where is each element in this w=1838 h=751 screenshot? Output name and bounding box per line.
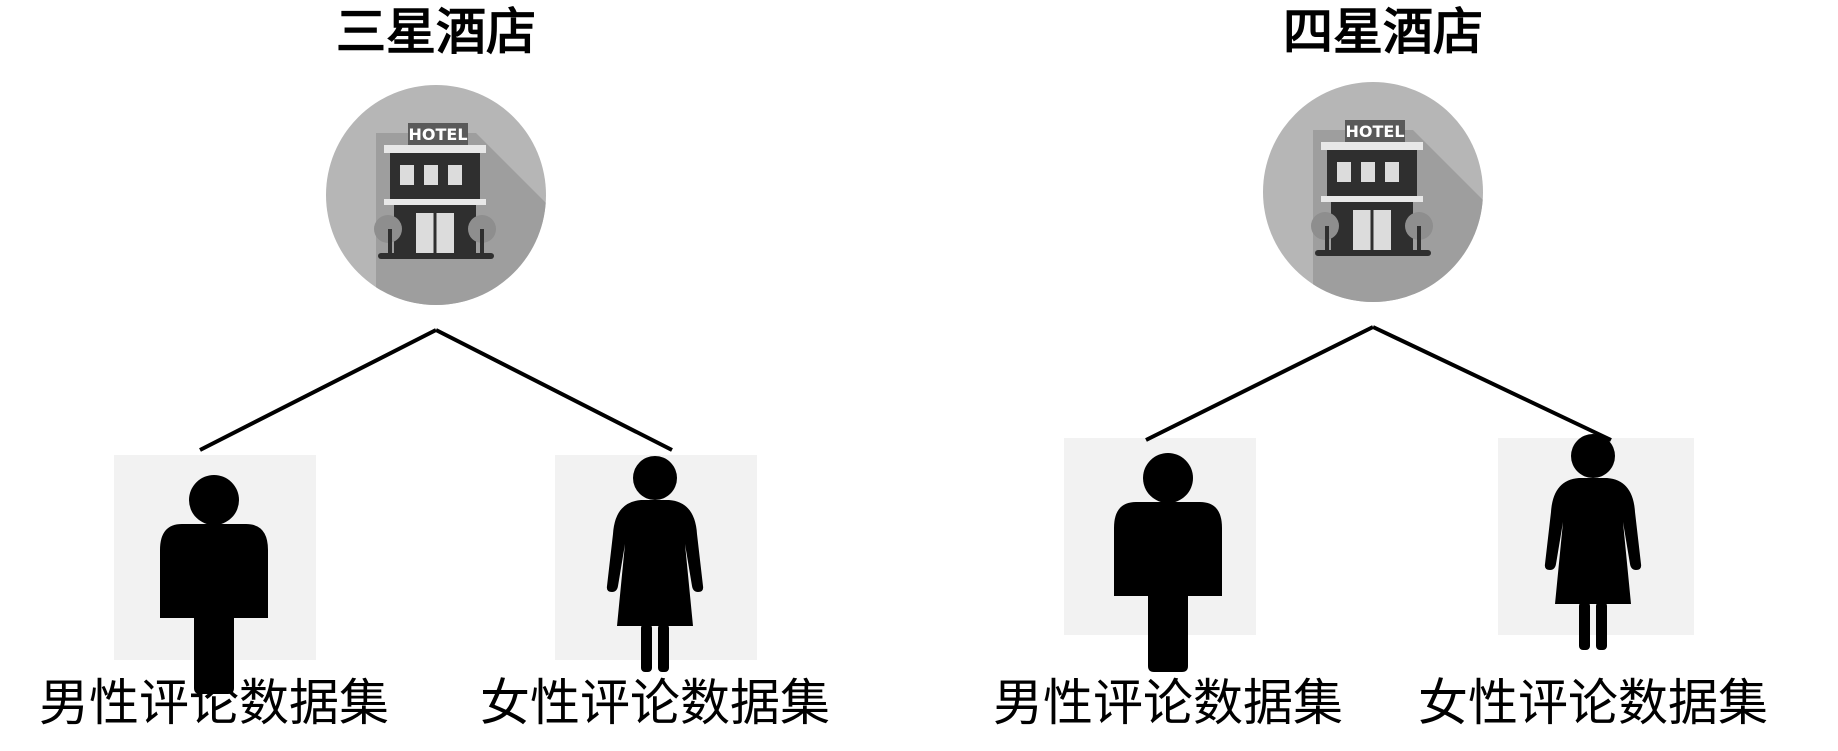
male-dataset-label: 男性评论数据集 [993, 674, 1343, 732]
male-dataset-label: 男性评论数据集 [39, 674, 389, 732]
hotel-category-title: 四星酒店 [1283, 2, 1483, 61]
hotel-category-title: 三星酒店 [336, 2, 536, 61]
hotel-sign-text: HOTEL [1345, 122, 1404, 141]
hotel-sign-text: HOTEL [408, 125, 467, 144]
connector-line [1372, 325, 1612, 442]
hotel-building-icon [326, 85, 586, 345]
hotel-building-icon [1263, 82, 1523, 342]
female-dataset-label: 女性评论数据集 [480, 674, 830, 732]
connector-line [199, 328, 437, 452]
female-dataset-label: 女性评论数据集 [1418, 674, 1768, 732]
connector-line [1145, 325, 1374, 442]
connector-line [435, 328, 673, 452]
